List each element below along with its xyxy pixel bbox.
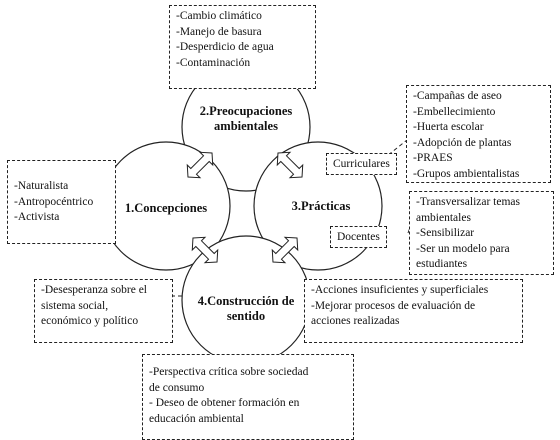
- box-item: acciones realizadas: [311, 315, 400, 327]
- label-construccion-line1: 4.Construcción de: [197, 294, 295, 308]
- label-concepciones: 1.Concepciones: [124, 201, 208, 215]
- box-item: -Desesperanza sobre el: [41, 284, 147, 296]
- box-perspectiva: -Perspectiva crítica sobre sociedad de c…: [142, 354, 354, 440]
- box-item: educación ambiental: [149, 412, 244, 425]
- box-item: -Embellecimiento: [413, 105, 496, 118]
- box-item: -Huerta escolar: [413, 121, 484, 133]
- box-item: - Deseo de obtener formación en: [149, 397, 300, 409]
- box-practicas-docentes: -Transversalizar temas ambientales -Sens…: [409, 191, 554, 275]
- box-item: económico y político: [41, 315, 139, 327]
- arrow-practicas-construccion: [271, 236, 299, 264]
- box-item: ambientales: [416, 211, 471, 224]
- arrow-concepciones-construccion: [191, 236, 219, 264]
- box-item: -Desperdicio de agua: [176, 41, 274, 53]
- box-item: -Activista: [14, 211, 60, 223]
- box-concepciones: -Naturalista -Antropocéntrico -Activista: [7, 160, 116, 244]
- box-item: -Antropocéntrico: [14, 195, 94, 208]
- box-item: -Campañas de aseo: [413, 90, 502, 102]
- label-preocupaciones-line1: 2.Preocupaciones: [199, 104, 293, 118]
- tag-curriculares: Curriculares: [326, 153, 397, 175]
- box-item: -Naturalista: [14, 180, 69, 192]
- box-item: -Manejo de basura: [176, 25, 262, 38]
- box-desesperanza: -Desesperanza sobre el sistema social, e…: [34, 279, 173, 343]
- box-item: estudiantes: [416, 258, 468, 270]
- arrow-preocupaciones-practicas: [276, 151, 304, 179]
- label-preocupaciones: 2.Preocupaciones ambientales: [188, 104, 304, 134]
- box-item: -Cambio climático: [176, 10, 262, 22]
- box-item: de consumo: [149, 381, 205, 394]
- box-acciones: -Acciones insuficientes y superficiales …: [304, 279, 523, 343]
- box-item: -PRAES: [413, 152, 453, 164]
- label-construccion-line2: sentido: [226, 309, 266, 323]
- box-item: -Grupos ambientalistas: [413, 167, 520, 180]
- tag-docentes: Docentes: [330, 226, 387, 248]
- box-preocupaciones: -Cambio climático -Manejo de basura -Des…: [169, 5, 316, 89]
- arrow-concepciones-preocupaciones: [186, 151, 214, 179]
- box-item: -Mejorar procesos de evaluación de: [311, 299, 476, 312]
- box-item: -Sensibilizar: [416, 227, 475, 239]
- box-item: -Perspectiva crítica sobre sociedad: [149, 366, 309, 378]
- label-practicas: 3.Prácticas: [291, 199, 351, 213]
- box-item: -Acciones insuficientes y superficiales: [311, 284, 489, 296]
- box-item: -Ser un modelo para: [416, 242, 510, 255]
- box-item: -Contaminación: [176, 56, 251, 69]
- label-preocupaciones-line2: ambientales: [214, 119, 278, 133]
- box-item: sistema social,: [41, 299, 109, 312]
- box-item: -Adopción de plantas: [413, 136, 512, 149]
- box-item: -Transversalizar temas: [416, 196, 520, 208]
- label-construccion: 4.Construcción de sentido: [186, 294, 306, 324]
- box-practicas-curriculares: -Campañas de aseo -Embellecimiento -Huer…: [406, 85, 551, 183]
